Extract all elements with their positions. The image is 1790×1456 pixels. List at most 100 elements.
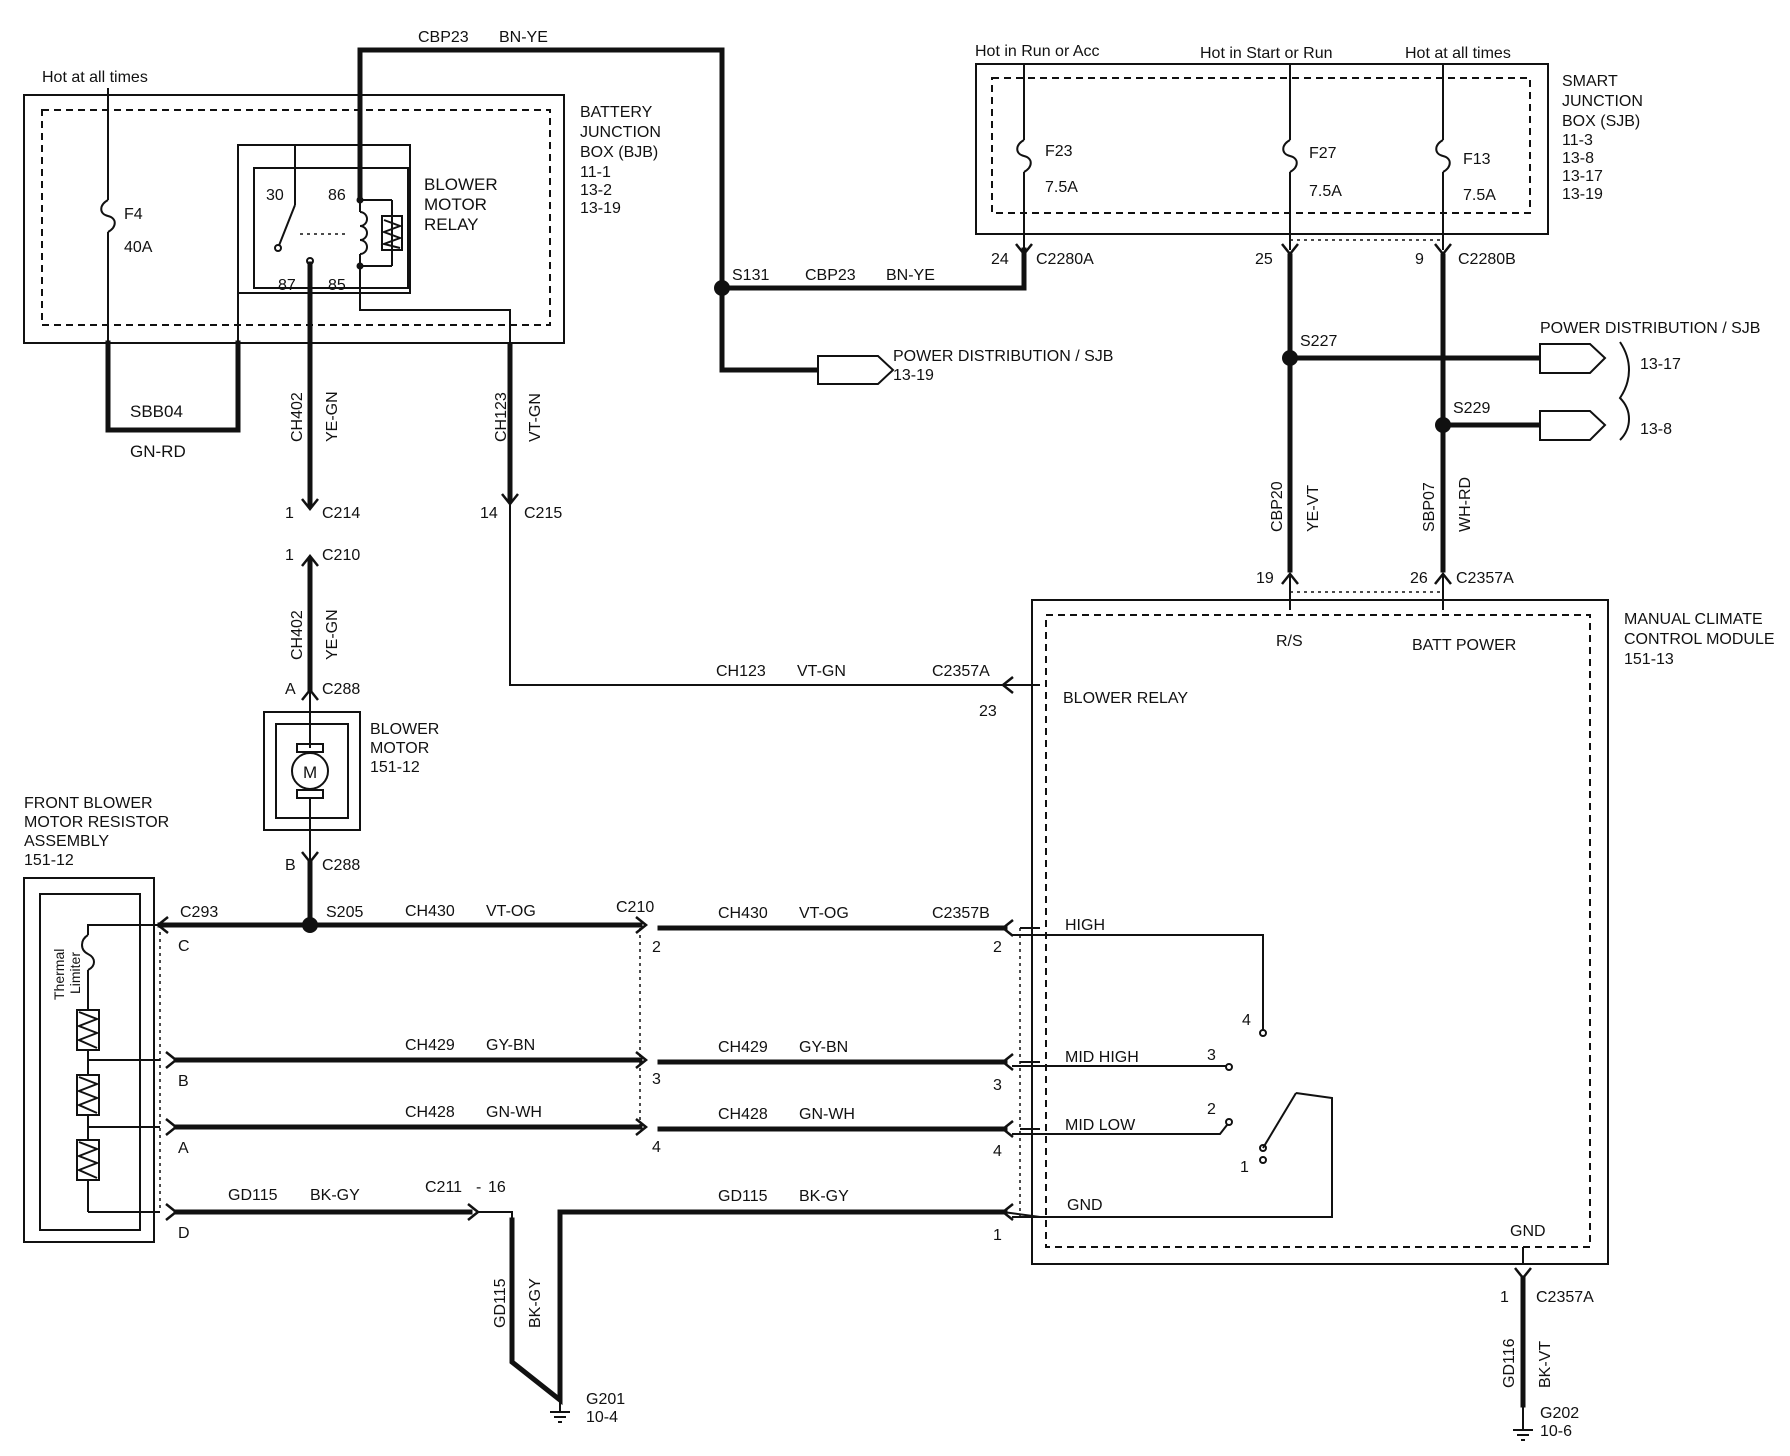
switch-pos-3: 3	[1207, 1047, 1216, 1064]
relay-name-2: MOTOR	[424, 195, 487, 214]
g202-id: G202	[1540, 1405, 1579, 1422]
ch429-left-circuit: CH429	[405, 1037, 455, 1054]
c2357b-pin-4: 4	[993, 1143, 1002, 1160]
ch430-left-circuit: CH430	[405, 903, 455, 920]
c210-mid-pin-2: 2	[652, 939, 661, 956]
pd-13-19-label: POWER DISTRIBUTION / SJB	[893, 348, 1113, 365]
c288-b-id: C288	[322, 857, 360, 874]
c293-pin-a: A	[178, 1140, 189, 1157]
mccm-input-mid-high: MID HIGH	[1065, 1049, 1139, 1066]
c2357a-23-id: C2357A	[932, 663, 990, 680]
fuse-f23-id: F23	[1045, 143, 1073, 160]
ch428-left-circuit: CH428	[405, 1104, 455, 1121]
hot-run-acc: Hot in Run or Acc	[975, 43, 1100, 60]
bjb-name-2: JUNCTION	[580, 124, 661, 141]
c211-id: C211	[425, 1179, 462, 1196]
c215-id: C215	[524, 505, 562, 522]
c210-top-pin: 1	[285, 547, 294, 564]
cbp20-circuit: CBP20	[1269, 481, 1286, 532]
resistor-name-2: MOTOR RESISTOR	[24, 814, 169, 831]
resistor-ref: 151-12	[24, 852, 74, 869]
relay-name-3: RELAY	[424, 215, 479, 234]
mccm-ref: 151-13	[1624, 651, 1674, 668]
c210-mid-pin-3: 3	[652, 1071, 661, 1088]
blower-motor-relay: BLOWER MOTOR RELAY 30 86 87 85	[237, 144, 498, 360]
c2357a-1-pin: 1	[1500, 1289, 1509, 1306]
sbp07-color: WH-RD	[1457, 477, 1474, 532]
fuse-f4-rating: 40A	[124, 239, 153, 256]
pd-ref-13-17: 13-17	[1640, 356, 1681, 373]
sjb-ref-2: 13-8	[1562, 150, 1594, 167]
cbp23-top-color: BN-YE	[499, 29, 548, 46]
relay-pin-30: 30	[266, 187, 284, 204]
c210-mid-id: C210	[616, 899, 654, 916]
c2357a-26-pin: 26	[1410, 570, 1428, 587]
bjb-ref-1: 11-1	[580, 164, 611, 181]
relay-pin-86: 86	[328, 187, 346, 204]
c293-pin-b: B	[178, 1073, 189, 1090]
c2357b-pin-2: 2	[993, 939, 1002, 956]
g201-ref: 10-4	[586, 1409, 618, 1426]
c215-pin: 14	[480, 505, 498, 522]
cbp23-top-circuit: CBP23	[418, 29, 469, 46]
c2357a-1-id: C2357A	[1536, 1289, 1594, 1306]
cbp20-color: YE-VT	[1305, 485, 1322, 532]
blower-motor-name-2: MOTOR	[370, 740, 429, 757]
sjb-name-1: SMART	[1562, 73, 1618, 90]
resistor-name-3: ASSEMBLY	[24, 833, 109, 850]
gd115-left-color: BK-GY	[310, 1187, 360, 1204]
splice-s227: S227	[1300, 333, 1337, 350]
sbb04-color: GN-RD	[130, 442, 186, 461]
relay-pin-85: 85	[328, 277, 346, 294]
fuse-f27-rating: 7.5A	[1309, 183, 1342, 200]
splice-s229: S229	[1453, 400, 1490, 417]
gd115-right-circuit: GD115	[718, 1188, 768, 1205]
c2357a-26-id: C2357A	[1456, 570, 1514, 587]
c211-pin: 16	[488, 1179, 506, 1196]
cbp23-s131-color: BN-YE	[886, 267, 935, 284]
ch430-right-circuit: CH430	[718, 905, 768, 922]
c288-b-pin: B	[285, 857, 296, 874]
mccm-name-2: CONTROL MODULE	[1624, 631, 1775, 648]
pd-sjb-label: POWER DISTRIBUTION / SJB	[1540, 320, 1760, 337]
c2357b-pin-1: 1	[993, 1227, 1002, 1244]
sjb-name-2: JUNCTION	[1562, 93, 1643, 110]
c2280b-id: C2280B	[1458, 251, 1516, 268]
ch430-right-color: VT-OG	[799, 905, 849, 922]
gd116-color: BK-VT	[1537, 1341, 1554, 1388]
mccm-input-mid-low: MID LOW	[1065, 1117, 1136, 1134]
cbp23-s131-circuit: CBP23	[805, 267, 856, 284]
hot-start-run: Hot in Start or Run	[1200, 45, 1333, 62]
blower-motor-name-1: BLOWER	[370, 721, 439, 738]
fuse-f27-id: F27	[1309, 145, 1337, 162]
c2357b-id: C2357B	[932, 905, 990, 922]
c288-a-pin: A	[285, 681, 296, 698]
ch402-upper-color: YE-GN	[324, 391, 341, 442]
ch123-vertical-circuit: CH123	[493, 392, 510, 442]
c2357b-pin-3: 3	[993, 1077, 1002, 1094]
gd115-vertical-circuit: GD115	[492, 1278, 509, 1328]
mccm-input-gnd: GND	[1067, 1197, 1103, 1214]
ch123-horizontal-color: VT-GN	[797, 663, 846, 680]
c2280a-pin: 24	[991, 251, 1009, 268]
hot-at-all-times-sjb: Hot at all times	[1405, 45, 1511, 62]
g201-id: G201	[586, 1391, 625, 1408]
ch402-upper-circuit: CH402	[289, 392, 306, 442]
fuse-f13-rating: 7.5A	[1463, 187, 1496, 204]
ch429-left-color: GY-BN	[486, 1037, 535, 1054]
gd115-left-circuit: GD115	[228, 1187, 278, 1204]
ch429-right-circuit: CH429	[718, 1039, 768, 1056]
bjb-name-1: BATTERY	[580, 104, 653, 121]
smart-junction-box: SMART JUNCTION BOX (SJB) 11-3 13-8 13-17…	[975, 63, 1643, 235]
c293-id: C293	[180, 904, 218, 921]
gd115-right-color: BK-GY	[799, 1188, 849, 1205]
pd-ref-13-8: 13-8	[1640, 421, 1672, 438]
c210-mid-pin-4: 4	[652, 1139, 661, 1156]
c2280a-id: C2280A	[1036, 251, 1094, 268]
ch123-horizontal-circuit: CH123	[716, 663, 766, 680]
thermal-label-2: Limiter	[67, 952, 83, 994]
splice-s205: S205	[326, 904, 363, 921]
ch428-right-circuit: CH428	[718, 1106, 768, 1123]
thermal-label-1: Thermal	[51, 949, 67, 1000]
